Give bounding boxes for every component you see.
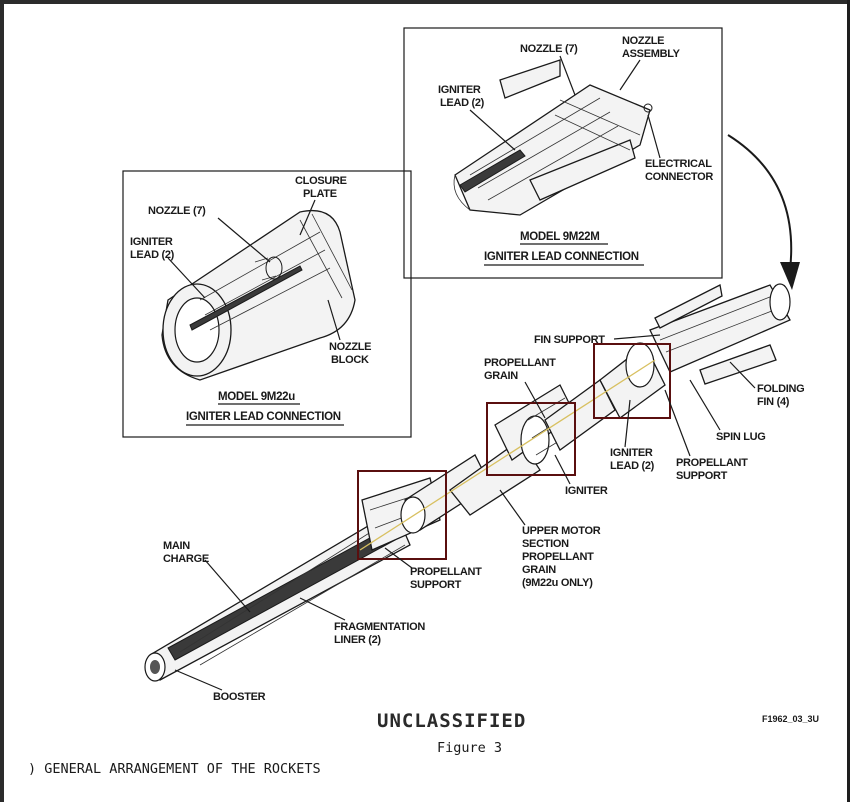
- igniter-lead-label-1: IGNITER: [610, 447, 653, 459]
- inset-9m22u-caption-model: MODEL 9M22u: [218, 391, 295, 403]
- fragmentation-liner-label-2: LINER (2): [334, 634, 381, 646]
- upper-motor-label-4: GRAIN: [522, 564, 556, 576]
- folding-fin-label-1: FOLDING: [757, 383, 804, 395]
- classification-marking: UNCLASSIFIED: [377, 710, 526, 732]
- highlight-box-upper-support: [593, 343, 671, 419]
- propellant-support-upper-label-1: PROPELLANT: [676, 457, 748, 469]
- upper-motor-label-1: UPPER MOTOR: [522, 525, 601, 537]
- inset-9m22u-igniter-lead-label-2: LEAD (2): [130, 249, 175, 261]
- spin-lug-label: SPIN LUG: [716, 431, 766, 443]
- inset-9m22u-drawing: [161, 209, 356, 381]
- inset-9m22m-igniter-lead-label-2: LEAD (2): [440, 97, 485, 109]
- propellant-support-lower-label-2: SUPPORT: [410, 579, 462, 591]
- inset-9m22u-closure-plate-label-1: CLOSURE: [295, 175, 347, 187]
- window-frame-left: [0, 0, 4, 802]
- figure-title: ) GENERAL ARRANGEMENT OF THE ROCKETS: [28, 761, 321, 777]
- folding-fin-label-2: FIN (4): [757, 396, 790, 408]
- arrow-head: [780, 262, 800, 290]
- fin-support-label: FIN SUPPORT: [534, 334, 605, 346]
- inset-9m22m-igniter-lead-label-1: IGNITER: [438, 84, 481, 96]
- inset-9m22m-caption-sub: IGNITER LEAD CONNECTION: [484, 251, 639, 263]
- igniter-lead-label-2: LEAD (2): [610, 460, 655, 472]
- window-frame-top: [0, 0, 850, 4]
- main-charge-label-1: MAIN: [163, 540, 190, 552]
- inset-9m22m-drawing: [453, 59, 653, 216]
- propellant-support-upper-label-2: SUPPORT: [676, 470, 728, 482]
- figure-label: Figure 3: [437, 740, 502, 756]
- inset-9m22u-nozzle-block-label-2: BLOCK: [331, 354, 369, 366]
- inset-9m22u-nozzle-block-label-1: NOZZLE: [329, 341, 371, 353]
- upper-motor-label-5: (9M22u ONLY): [522, 577, 593, 589]
- highlight-box-lower-support: [357, 470, 447, 560]
- propellant-grain-label-2: GRAIN: [484, 370, 518, 382]
- upper-motor-label-3: PROPELLANT: [522, 551, 594, 563]
- igniter-label: IGNITER: [565, 485, 608, 497]
- reference-code: F1962_03_3U: [762, 714, 819, 724]
- inset-9m22m-caption-model: MODEL 9M22M: [520, 231, 600, 243]
- inset-9m22m-nozzle-assembly-label-1: NOZZLE: [622, 35, 664, 47]
- inset-9m22u-caption-sub: IGNITER LEAD CONNECTION: [186, 411, 341, 423]
- propellant-grain-label-1: PROPELLANT: [484, 357, 556, 369]
- inset-9m22m-electrical-connector-label-2: CONNECTOR: [645, 171, 713, 183]
- inset-9m22m-electrical-connector-label-1: ELECTRICAL: [645, 158, 712, 170]
- fragmentation-liner-label-1: FRAGMENTATION: [334, 621, 425, 633]
- curved-arrow: [727, 134, 793, 271]
- inset-9m22m-nozzle-label: NOZZLE (7): [520, 43, 578, 55]
- inset-9m22m-nozzle-assembly-label-2: ASSEMBLY: [622, 48, 681, 60]
- propellant-support-lower-label-1: PROPELLANT: [410, 566, 482, 578]
- inset-9m22u-igniter-lead-label-1: IGNITER: [130, 236, 173, 248]
- inset-9m22u-nozzle-label: NOZZLE (7): [148, 205, 206, 217]
- inset-9m22u-closure-plate-label-2: PLATE: [303, 188, 337, 200]
- inset-9m22u-frame: [122, 170, 412, 438]
- upper-motor-label-2: SECTION: [522, 538, 569, 550]
- booster-label: BOOSTER: [213, 691, 266, 703]
- highlight-box-igniter: [486, 402, 576, 476]
- main-charge-label-2: CHARGE: [163, 553, 209, 565]
- window-frame-right: [847, 0, 850, 802]
- inset-9m22m-frame: [403, 27, 723, 279]
